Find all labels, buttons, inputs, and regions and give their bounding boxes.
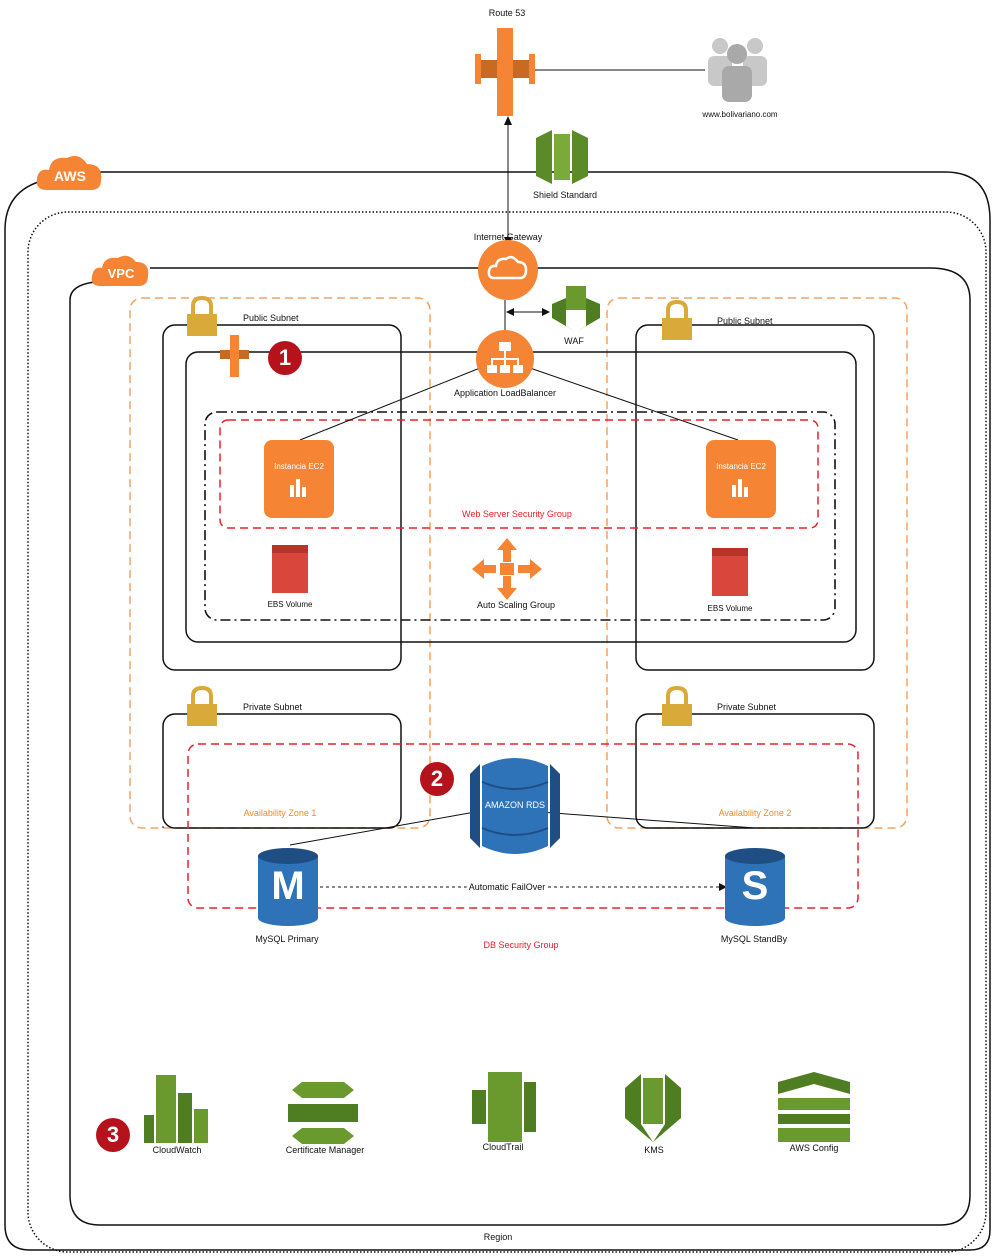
region-label: Region — [483, 1232, 513, 1242]
cert-manager-label: Certificate Manager — [285, 1145, 365, 1155]
az1-boundary — [129, 297, 431, 829]
chart-bars-icon — [290, 479, 306, 497]
asg-boundary — [204, 411, 836, 621]
badge-one: 1 — [268, 341, 302, 375]
ec2-instance-2[interactable]: Instancia EC2 — [706, 440, 776, 518]
region-boundary — [27, 211, 987, 1253]
ec2-2-label: Instancia EC2 — [716, 462, 766, 471]
rds-primary-line — [289, 811, 476, 846]
ebs-volume-icon[interactable] — [272, 545, 308, 593]
cloudwatch-label: CloudWatch — [152, 1145, 202, 1155]
web-sg-label: Web Server Security Group — [462, 509, 572, 519]
aws-config-label: AWS Config — [789, 1143, 839, 1153]
lock-icon — [662, 685, 692, 726]
mysql-standby-label: MySQL StandBy — [720, 934, 788, 944]
ec2-1-label: Instancia EC2 — [274, 462, 324, 471]
ebs-2-label: EBS Volume — [707, 604, 753, 613]
failover-label: Automatic FailOver — [466, 882, 548, 892]
vpc-tag-label: VPC — [107, 266, 135, 281]
mysql-primary-glyph: M — [271, 864, 305, 908]
shield-label: Shield Standard — [532, 190, 598, 200]
private-subnet-1-label: Private Subnet — [243, 702, 303, 712]
kms-icon[interactable] — [625, 1074, 681, 1142]
internet-gateway-icon[interactable] — [476, 240, 540, 300]
waf-label: WAF — [564, 336, 584, 346]
mysql-standby-icon[interactable]: S — [725, 848, 785, 926]
public-subnet-1-box — [162, 324, 402, 671]
az2-boundary — [606, 297, 908, 829]
users-icon — [708, 38, 767, 102]
aws-boundary — [4, 171, 991, 1251]
ec2-instance-1[interactable]: Instancia EC2 — [264, 440, 334, 518]
lock-icon — [187, 295, 217, 336]
users-label: www.bolivariano.com — [702, 110, 778, 119]
public-subnet-2-label: Public Subnet — [717, 316, 773, 326]
shield-icon[interactable] — [536, 130, 588, 184]
badge-three: 3 — [96, 1118, 130, 1152]
rds-icon[interactable] — [470, 756, 560, 856]
cloudtrail-label: CloudTrail — [482, 1142, 524, 1152]
aws-tag-label: AWS — [54, 168, 86, 184]
rds-standby-line — [539, 811, 756, 829]
alb-ec2-2-line — [529, 367, 739, 441]
route53-icon[interactable] — [475, 28, 535, 118]
cloudtrail-icon[interactable] — [472, 1072, 536, 1142]
mysql-primary-icon[interactable]: M — [258, 848, 318, 926]
web-sg-boundary — [219, 419, 819, 529]
auto-scaling-icon[interactable] — [472, 538, 542, 600]
private-subnet-2-label: Private Subnet — [717, 702, 777, 712]
waf-icon[interactable] — [552, 286, 600, 332]
badge-two: 2 — [420, 762, 454, 796]
mysql-primary-label: MySQL Primary — [255, 934, 319, 944]
certificate-manager-icon[interactable] — [288, 1082, 358, 1144]
route53-label: Route 53 — [488, 8, 526, 18]
chart-bars-icon — [732, 479, 748, 497]
kms-label: KMS — [644, 1145, 664, 1155]
alb-icon[interactable] — [474, 330, 536, 388]
rds-label: AMAZON RDS — [484, 800, 546, 810]
cloudwatch-icon[interactable] — [144, 1075, 210, 1143]
igw-label: Internet Gateway — [473, 232, 543, 242]
db-sg-boundary — [187, 743, 859, 909]
lock-icon — [187, 685, 217, 726]
private-subnet-1-box — [162, 713, 402, 829]
mysql-standby-glyph: S — [741, 864, 769, 908]
aws-cloud-icon — [36, 156, 102, 190]
alb-label: Application LoadBalancer — [453, 388, 557, 398]
route53-small-icon — [220, 335, 249, 377]
ebs-1-label: EBS Volume — [267, 600, 313, 609]
aws-config-icon[interactable] — [778, 1072, 850, 1142]
vpc-boundary — [69, 267, 971, 1226]
public-subnet-2-box — [635, 324, 875, 671]
alb-ec2-1-line — [299, 367, 481, 441]
db-sg-label: DB Security Group — [483, 940, 559, 950]
az1-label: Availability Zone 1 — [243, 808, 317, 818]
lock-icon — [662, 299, 692, 340]
vpc-cloud-icon — [91, 255, 149, 286]
public-subnet-1-label: Public Subnet — [243, 313, 299, 323]
az2-label: Availability Zone 2 — [718, 808, 792, 818]
asg-label: Auto Scaling Group — [476, 600, 556, 610]
ebs-volume-icon[interactable] — [712, 548, 748, 596]
